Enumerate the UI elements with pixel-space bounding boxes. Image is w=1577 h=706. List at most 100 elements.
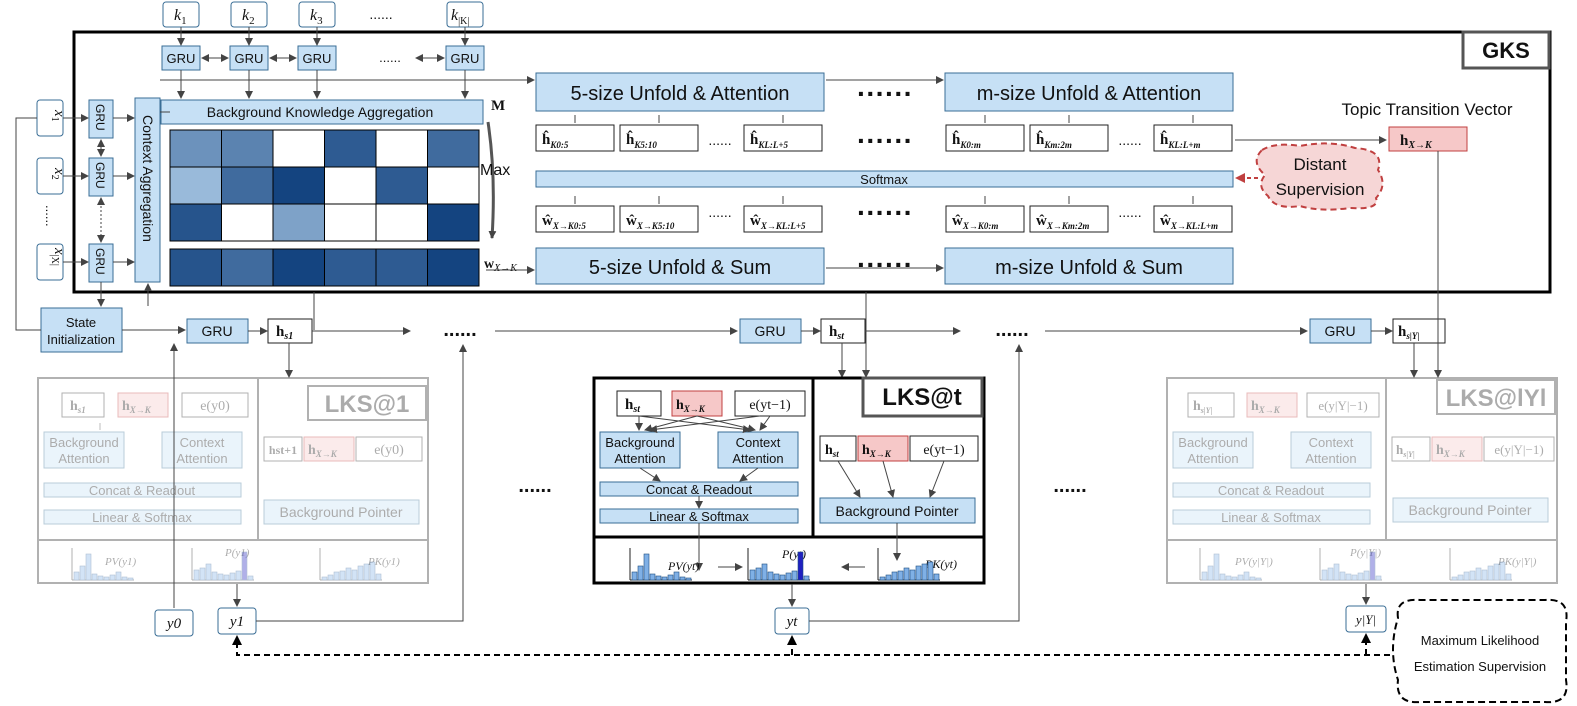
matrix-m-label: M	[491, 98, 505, 114]
svg-text:Concat & Readout: Concat & Readout	[89, 483, 196, 498]
whhat-label: ŵX→KL:L+5	[750, 213, 806, 231]
max-cell	[169, 248, 222, 287]
hist-bar	[1231, 576, 1238, 581]
k-dots: ......	[369, 6, 392, 22]
heatmap-cell	[427, 203, 480, 242]
hist-bar	[1243, 571, 1250, 581]
svg-text:......: ......	[1118, 204, 1141, 220]
k2-label: k2	[242, 7, 255, 27]
hist-bar	[205, 563, 212, 581]
y-outputs: y0 y1 yt y|Y|	[154, 343, 1387, 637]
hist-bar	[667, 574, 674, 581]
svg-text:······: ······	[857, 78, 913, 109]
svg-text:hX→K: hX→K	[308, 443, 338, 459]
svg-text:......: ......	[1118, 132, 1141, 148]
hist-bar	[797, 551, 804, 581]
hist-bar	[749, 569, 756, 581]
unfold-sum-5	[535, 247, 825, 285]
hist-bar	[1475, 567, 1482, 581]
hist-bar	[211, 571, 218, 581]
heatmap-cell	[375, 166, 428, 205]
hhat-box	[1029, 124, 1109, 152]
unfold-attention-5	[535, 72, 825, 112]
hist-bar	[1487, 565, 1494, 581]
hist-bar	[217, 573, 224, 581]
svg-text:······: ······	[857, 125, 913, 156]
svg-text:GRU: GRU	[93, 104, 107, 131]
svg-text:y|Y|: y|Y|	[1354, 612, 1376, 627]
hist-bar	[193, 569, 200, 581]
whhat-box	[743, 205, 823, 233]
hist-bar	[1457, 574, 1464, 581]
svg-text:Estimation Supervision: Estimation Supervision	[1414, 659, 1546, 674]
svg-text:Background: Background	[1178, 435, 1247, 450]
svg-text:P(y1): P(y1)	[224, 547, 250, 559]
svg-text:GRU: GRU	[167, 51, 196, 66]
heatmap-cell	[169, 166, 222, 205]
svg-text:Context: Context	[736, 435, 781, 450]
hist-bar	[761, 563, 768, 581]
svg-text:e(y|Y|−1): e(y|Y|−1)	[1494, 442, 1543, 457]
max-cell	[375, 248, 428, 287]
hist-bar	[1321, 569, 1328, 581]
hist-bar	[1463, 571, 1470, 581]
svg-text:hX→K: hX→K	[1251, 399, 1281, 415]
hist-bar	[97, 575, 104, 581]
attention-heatmap	[169, 129, 480, 242]
svg-text:hst+1: hst+1	[269, 443, 297, 457]
distant-supervision-cloud	[1255, 142, 1384, 211]
hist-bar	[649, 573, 656, 581]
hist-bar	[333, 571, 340, 581]
hist-bar	[1201, 571, 1208, 581]
heatmap-cell	[169, 129, 222, 168]
svg-text:······: ······	[857, 249, 913, 280]
max-cell	[272, 248, 325, 287]
hist-bar	[103, 576, 110, 581]
heatmap-cell	[324, 203, 377, 242]
svg-text:Background Pointer: Background Pointer	[1409, 502, 1532, 518]
k3-label: k3	[310, 7, 323, 27]
x1-label: x1	[49, 109, 67, 122]
histogram	[1319, 548, 1382, 581]
h-xk-topic	[1388, 126, 1468, 152]
heatmap-cell	[427, 129, 480, 168]
hist-bar	[933, 573, 940, 581]
svg-text:yt: yt	[785, 614, 799, 630]
svg-text:......: ......	[995, 319, 1028, 341]
svg-text:......: ......	[708, 132, 731, 148]
svg-text:Softmax: Softmax	[860, 172, 908, 187]
hist-bar	[241, 551, 248, 581]
heatmap-cell	[375, 203, 428, 242]
hist-bar	[1375, 575, 1382, 581]
heatmap-cell	[221, 129, 274, 168]
unfold-attention-m	[944, 72, 1234, 112]
hist-bar	[321, 576, 328, 581]
hist-bar	[755, 567, 762, 581]
svg-text:GRU: GRU	[1324, 323, 1355, 339]
svg-text:Linear & Softmax: Linear & Softmax	[92, 510, 192, 525]
hist-bar	[909, 569, 916, 581]
svg-text:GRU: GRU	[451, 51, 480, 66]
svg-text:GRU: GRU	[235, 51, 264, 66]
svg-text:......: ......	[518, 475, 551, 497]
hhat-box	[743, 124, 823, 152]
hist-bar	[637, 565, 644, 581]
svg-text:PV(y|Y|): PV(y|Y|)	[1234, 556, 1273, 568]
histogram	[191, 548, 254, 581]
svg-text:hs|Y|: hs|Y|	[1398, 324, 1419, 341]
svg-text:y1: y1	[228, 614, 244, 630]
svg-text:LKS@1: LKS@1	[325, 391, 410, 418]
hist-bar	[903, 567, 910, 581]
lks-Y-block: LKS@lYl hs|Y| hX→K e(y|Y|−1) Background …	[1166, 377, 1558, 584]
max-pooled-row	[169, 248, 480, 287]
heatmap-cell	[324, 129, 377, 168]
hist-bar	[121, 576, 128, 581]
hhat-box	[535, 124, 615, 152]
hist-bar	[327, 574, 334, 581]
hist-bar	[1213, 553, 1220, 581]
svg-text:Background: Background	[49, 435, 118, 450]
svg-text:GRU: GRU	[303, 51, 332, 66]
svg-text:Attention: Attention	[1187, 451, 1238, 466]
svg-text:Background: Background	[605, 435, 674, 450]
